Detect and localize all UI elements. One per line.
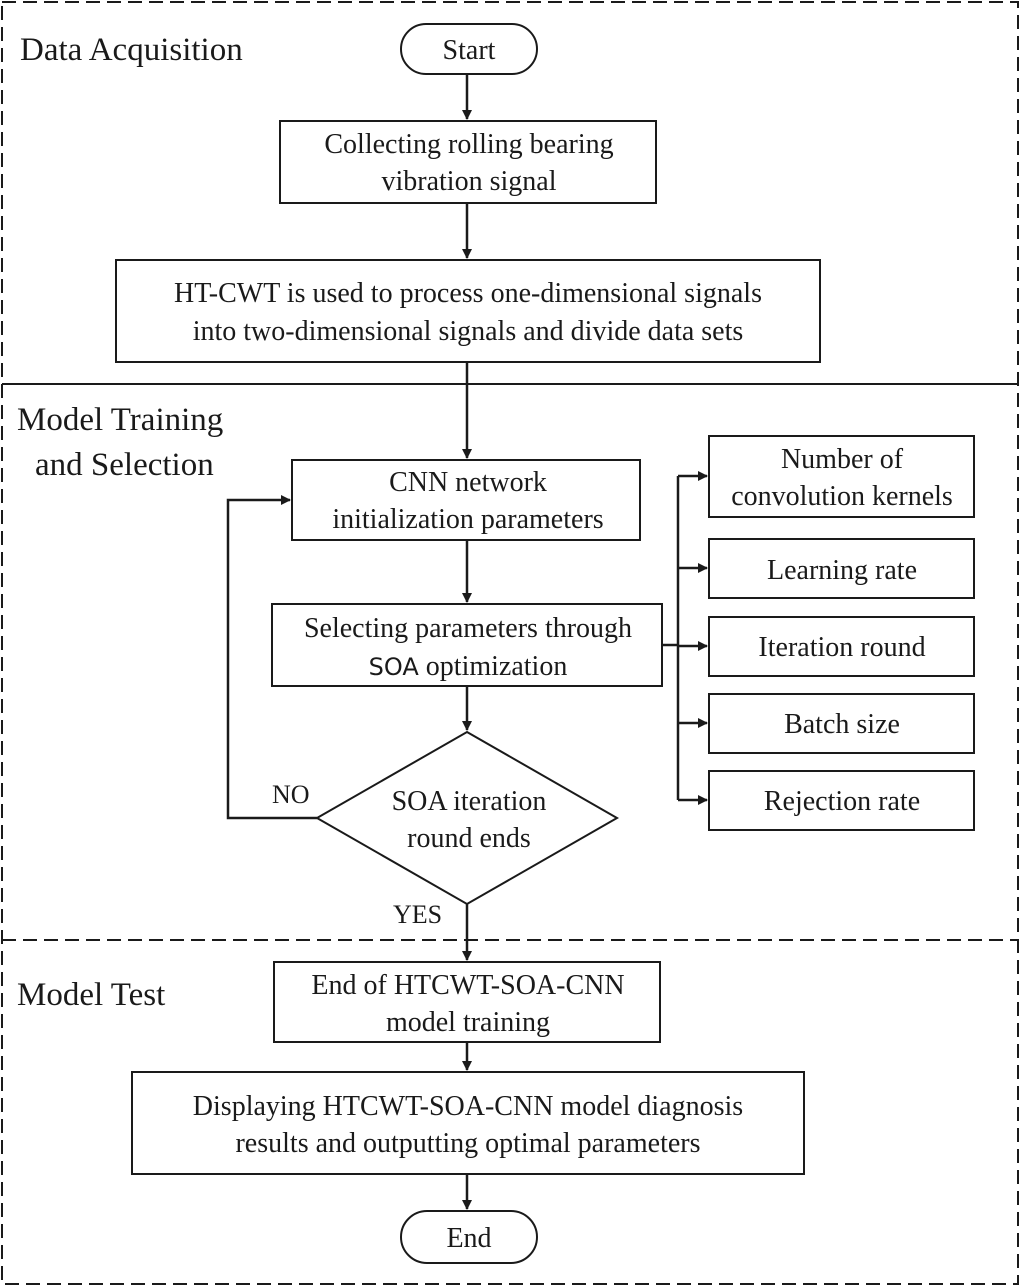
- param-box-learning-rate: [708, 538, 975, 599]
- collect-label-line1: Collecting rolling bearing: [324, 129, 613, 160]
- htcwt-label-line1: HT-CWT is used to process one-dimensiona…: [174, 278, 762, 309]
- end-training-label-line2: model training: [386, 1007, 550, 1038]
- section-title-data-acquisition: Data Acquisition: [20, 32, 243, 68]
- param-box-kernels: [708, 435, 975, 518]
- end-training-label-line1: End of HTCWT-SOA-CNN: [311, 970, 624, 1001]
- cnn-init-box: [291, 459, 641, 541]
- section-title-model-test: Model Test: [17, 977, 165, 1013]
- htcwt-process-box: [115, 259, 821, 363]
- rejection-rate-label: Rejection rate: [764, 786, 920, 817]
- kernels-label-line2: convolution kernels: [731, 481, 953, 512]
- iteration-round-label: Iteration round: [758, 632, 925, 663]
- select-label-line1: Selecting parameters through: [304, 613, 632, 644]
- display-results-box: [131, 1071, 805, 1175]
- cnn-label-line1: CNN network: [389, 467, 547, 498]
- htcwt-label-line2: into two-dimensional signals and divide …: [193, 316, 744, 347]
- branch-label-no: NO: [272, 780, 310, 809]
- select-label-rest: optimization: [419, 651, 568, 682]
- end-terminal: [400, 1210, 538, 1264]
- batch-size-label: Batch size: [784, 709, 900, 740]
- section-title-model-training-line1: Model Training: [17, 402, 223, 438]
- param-box-batch-size: [708, 693, 975, 754]
- collect-label-line2: vibration signal: [382, 166, 557, 197]
- section-title-model-training-line2: and Selection: [35, 447, 214, 483]
- kernels-label-line1: Number of: [781, 444, 904, 475]
- soa-decision-diamond: [314, 730, 620, 906]
- decision-label-line1: SOA iteration: [392, 786, 547, 817]
- arrow-decision-no-loop: [226, 495, 317, 820]
- select-label-soa: SOA: [369, 653, 420, 681]
- branch-label-yes: YES: [393, 900, 442, 929]
- decision-label-line2: round ends: [407, 823, 531, 854]
- learning-rate-label: Learning rate: [767, 555, 917, 586]
- cnn-label-line2: initialization parameters: [332, 504, 603, 535]
- display-label-line1: Displaying HTCWT-SOA-CNN model diagnosis: [193, 1091, 743, 1122]
- end-label: End: [446, 1223, 491, 1254]
- param-box-rejection-rate: [708, 770, 975, 831]
- start-terminal: [400, 23, 538, 75]
- select-label-line2: SOA optimization: [369, 651, 568, 682]
- connectors: [226, 74, 708, 1210]
- soa-select-box: [271, 603, 663, 687]
- display-label-line2: results and outputting optimal parameter…: [235, 1128, 700, 1159]
- end-training-box: [273, 961, 661, 1043]
- param-box-iteration-round: [708, 616, 975, 677]
- start-label: Start: [443, 35, 496, 66]
